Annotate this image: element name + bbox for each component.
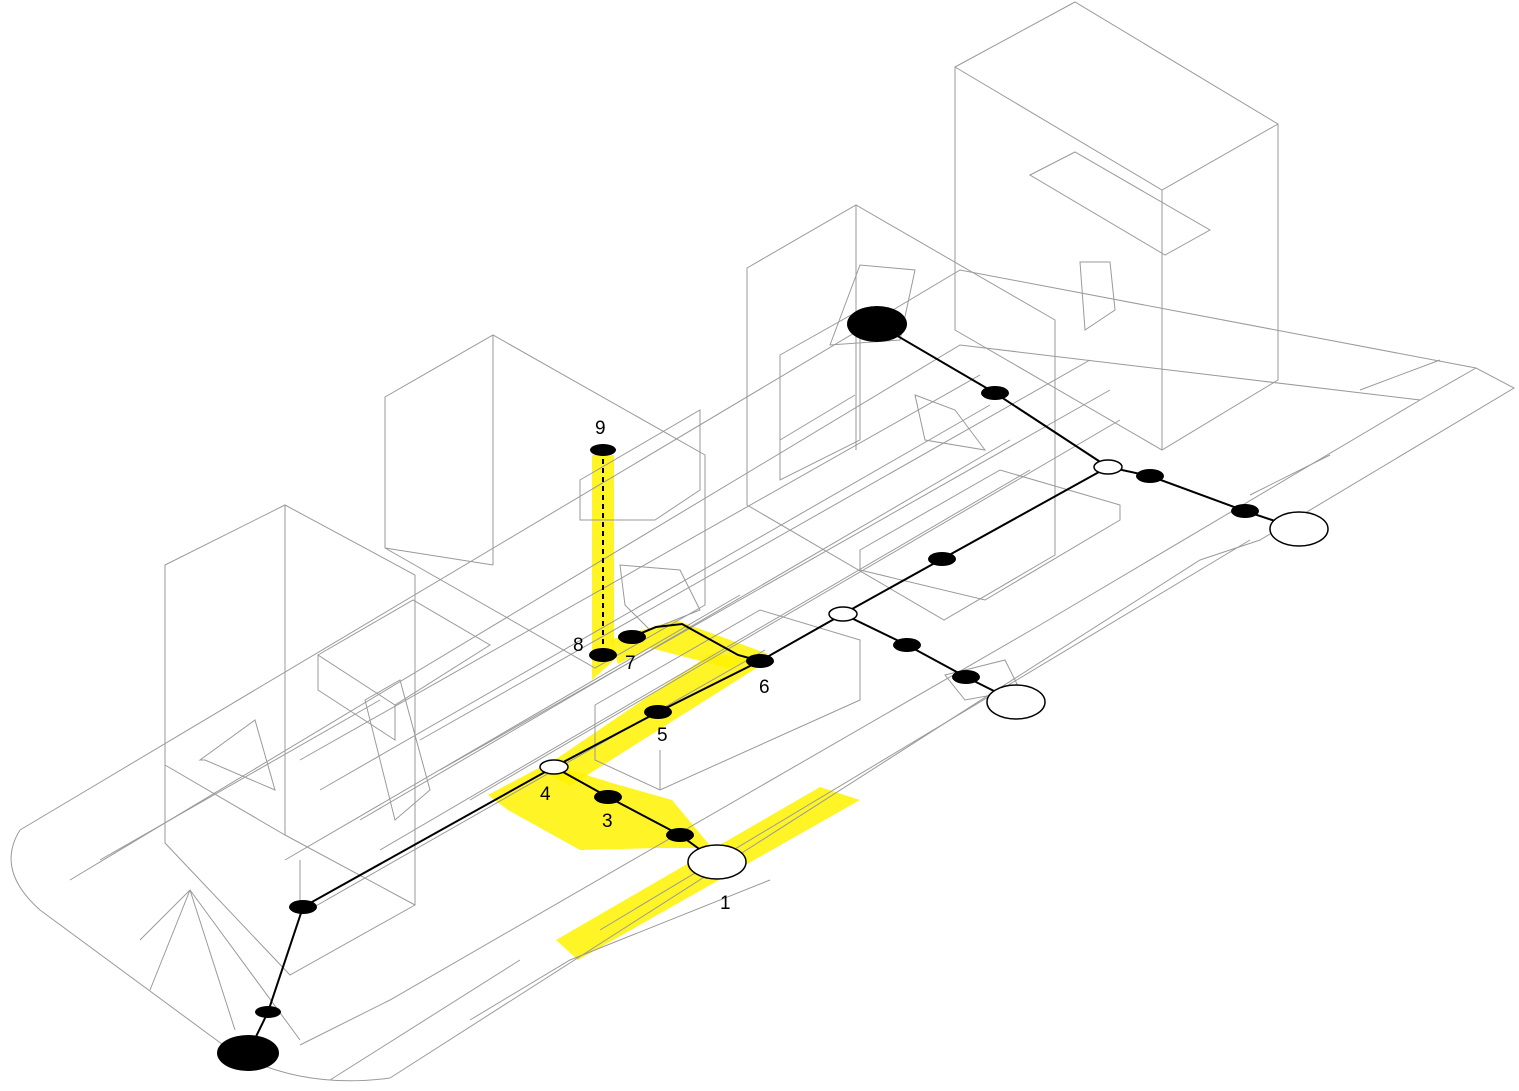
node-4[interactable] (539, 759, 569, 775)
terminal-node-north[interactable] (847, 306, 907, 342)
plaza-highlight (488, 763, 712, 850)
stop-node[interactable] (893, 638, 921, 652)
stop-node[interactable] (289, 900, 317, 914)
terminal-node-east[interactable] (986, 684, 1046, 720)
label-3: 3 (602, 811, 613, 832)
stop-node[interactable] (1231, 504, 1259, 518)
node-5[interactable] (644, 705, 672, 719)
node-6[interactable] (746, 654, 774, 668)
stop-node[interactable] (981, 386, 1009, 400)
node-1[interactable] (687, 844, 747, 880)
terminal-node-southwest[interactable] (217, 1035, 279, 1071)
terminal-node-far-east[interactable] (1269, 511, 1329, 547)
junction-node-east[interactable] (828, 606, 858, 622)
stop-node[interactable] (928, 552, 956, 566)
corridor-highlight (540, 653, 766, 786)
stop-node[interactable] (952, 670, 980, 684)
route-network (247, 323, 1300, 1054)
stop-node[interactable] (1136, 469, 1164, 483)
upper-corridor-highlight (610, 620, 768, 668)
stop-node[interactable] (255, 1006, 281, 1018)
node-3[interactable] (594, 790, 622, 804)
label-8: 8 (573, 635, 584, 656)
label-1: 1 (720, 893, 731, 914)
junction-node-northeast[interactable] (1093, 459, 1123, 475)
label-6: 6 (759, 677, 770, 698)
route-upper-loop (631, 622, 761, 662)
route-east-branch (842, 613, 1017, 703)
wireframe-buildings (10, 1, 1516, 1082)
label-4: 4 (540, 784, 551, 805)
route-far-east (1107, 466, 1300, 530)
node-labels: 1 3 4 5 6 7 8 9 (540, 418, 770, 914)
highlight-zones (488, 455, 860, 960)
label-7: 7 (625, 653, 636, 674)
label-5: 5 (657, 725, 668, 746)
node-2[interactable] (666, 828, 694, 842)
route-nodes (217, 306, 1329, 1071)
label-9: 9 (595, 418, 606, 439)
node-7[interactable] (618, 630, 646, 644)
node-9[interactable] (590, 444, 616, 456)
node-8[interactable] (589, 648, 617, 662)
